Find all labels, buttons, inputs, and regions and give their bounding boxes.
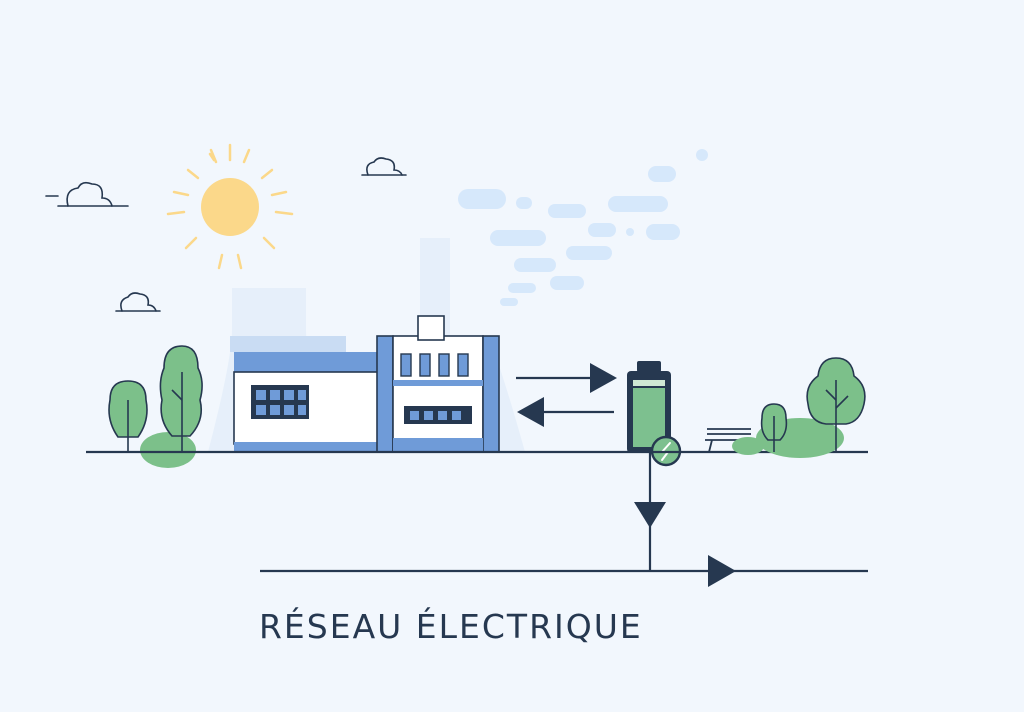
cloud-icon (45, 181, 129, 207)
smoke-clouds (458, 149, 708, 306)
sun-icon (166, 143, 294, 270)
tree-icon (732, 357, 866, 458)
cloud-icon (115, 292, 161, 312)
cloud-icon (361, 157, 407, 176)
grid-line (260, 555, 868, 587)
battery-icon (627, 361, 671, 453)
arrow-right-icon (516, 363, 617, 393)
arrow-down-icon (634, 452, 666, 572)
tree-icon (108, 345, 203, 468)
diagram-caption: RÉSEAU ÉLECTRIQUE (259, 607, 643, 646)
factory-icon (230, 315, 500, 453)
arrow-left-icon (517, 397, 614, 427)
